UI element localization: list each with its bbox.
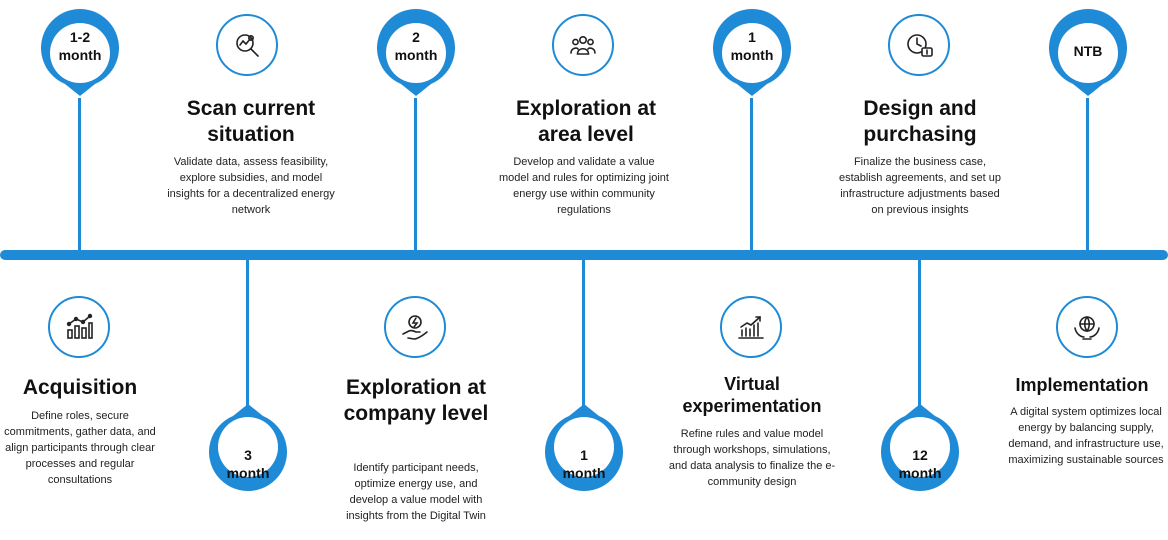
globe-hands-icon bbox=[1056, 296, 1118, 358]
step-description: Define roles, secure commitments, gather… bbox=[4, 410, 156, 486]
duration-pin: 3 month bbox=[203, 402, 293, 492]
step-title: Implementation bbox=[1015, 375, 1149, 395]
duration-label: 3 month bbox=[226, 447, 270, 481]
duration-pin: 1-2 month bbox=[35, 8, 125, 98]
step-description: Develop and validate a value model and r… bbox=[499, 156, 669, 216]
duration-pin: NTB bbox=[1043, 8, 1133, 98]
step-description: Identify participant needs, optimize ene… bbox=[346, 462, 486, 522]
stem bbox=[78, 98, 81, 252]
stem bbox=[246, 258, 249, 408]
step-title: Design and purchasing bbox=[863, 97, 977, 146]
stem bbox=[414, 98, 417, 252]
duration-label: 12 month bbox=[898, 447, 942, 481]
step-title: Exploration at company level bbox=[343, 376, 489, 425]
step-title: Scan current situation bbox=[186, 97, 316, 146]
step-title: Virtual experimentation bbox=[682, 374, 822, 416]
step-description: Validate data, assess feasibility, explo… bbox=[167, 156, 335, 216]
hand-energy-icon bbox=[384, 296, 446, 358]
duration-pin: 2 month bbox=[371, 8, 461, 98]
duration-pin: 1 month bbox=[707, 8, 797, 98]
stem bbox=[918, 258, 921, 408]
duration-label: 1 month bbox=[562, 447, 606, 481]
stem bbox=[1086, 98, 1089, 252]
duration-label: NTB bbox=[1073, 43, 1103, 59]
people-group-icon bbox=[552, 14, 614, 76]
step-title: Exploration at area level bbox=[515, 97, 657, 146]
duration-label: 1-2 month bbox=[58, 29, 102, 63]
stem bbox=[750, 98, 753, 252]
stem bbox=[582, 258, 585, 408]
clock-money-icon bbox=[888, 14, 950, 76]
step-title: Acquisition bbox=[22, 376, 138, 399]
duration-label: 1 month bbox=[730, 29, 774, 63]
duration-pin: 12 month bbox=[875, 402, 965, 492]
chart-growth-icon bbox=[48, 296, 110, 358]
step-description: Refine rules and value model through wor… bbox=[668, 428, 836, 488]
magnifier-chart-icon bbox=[216, 14, 278, 76]
bar-chart-screen-icon bbox=[720, 296, 782, 358]
duration-label: 2 month bbox=[394, 29, 438, 63]
step-description: Finalize the business case, establish ag… bbox=[838, 156, 1002, 216]
timeline-bar bbox=[0, 250, 1168, 260]
duration-pin: 1 month bbox=[539, 402, 629, 492]
step-description: A digital system optimizes local energy … bbox=[1008, 406, 1164, 466]
